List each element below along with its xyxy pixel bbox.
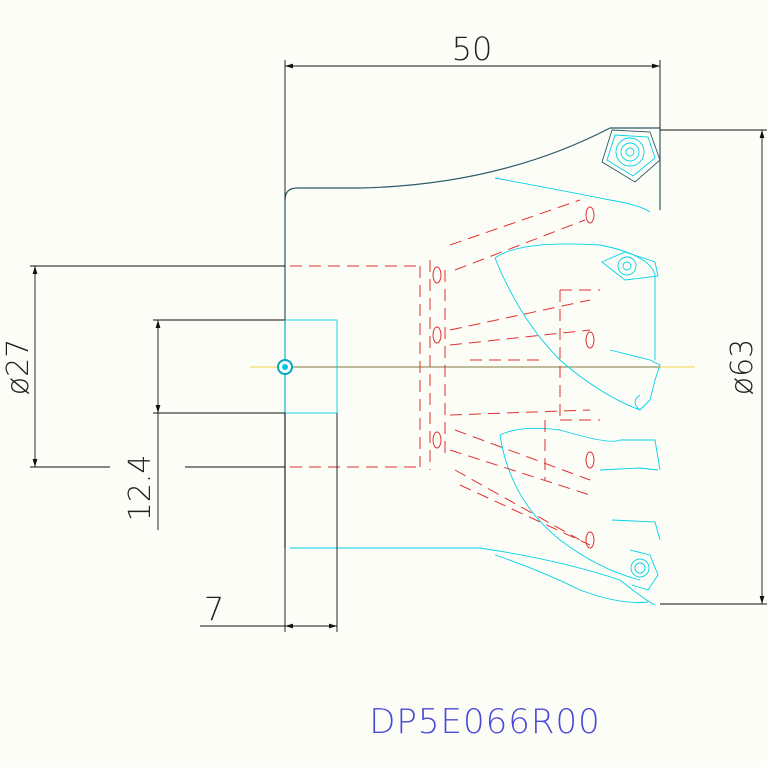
dim-bore-diameter xyxy=(30,265,285,468)
cutter-body-outline xyxy=(284,127,661,548)
insert-bottom xyxy=(629,549,659,591)
flute-profiles xyxy=(290,177,661,606)
dim-pilot-depth-label: 7 xyxy=(204,590,224,628)
dim-bore-diameter-label: ø27 xyxy=(1,339,36,396)
hidden-lines xyxy=(290,199,600,546)
dim-pilot-depth xyxy=(200,413,338,632)
part-code: DP5E066R00 xyxy=(369,702,601,742)
insert-top xyxy=(601,129,661,183)
dim-length-label: 50 xyxy=(452,30,493,68)
dim-outer-diameter xyxy=(660,129,767,605)
dim-pilot-diameter-label: 12.4 xyxy=(123,455,158,522)
hidden-circles xyxy=(432,206,595,549)
dim-overall-length xyxy=(284,60,661,200)
dim-pilot-diameter xyxy=(153,319,285,530)
dim-outer-diameter-label: ø63 xyxy=(725,339,760,396)
insert-middle xyxy=(601,251,659,281)
